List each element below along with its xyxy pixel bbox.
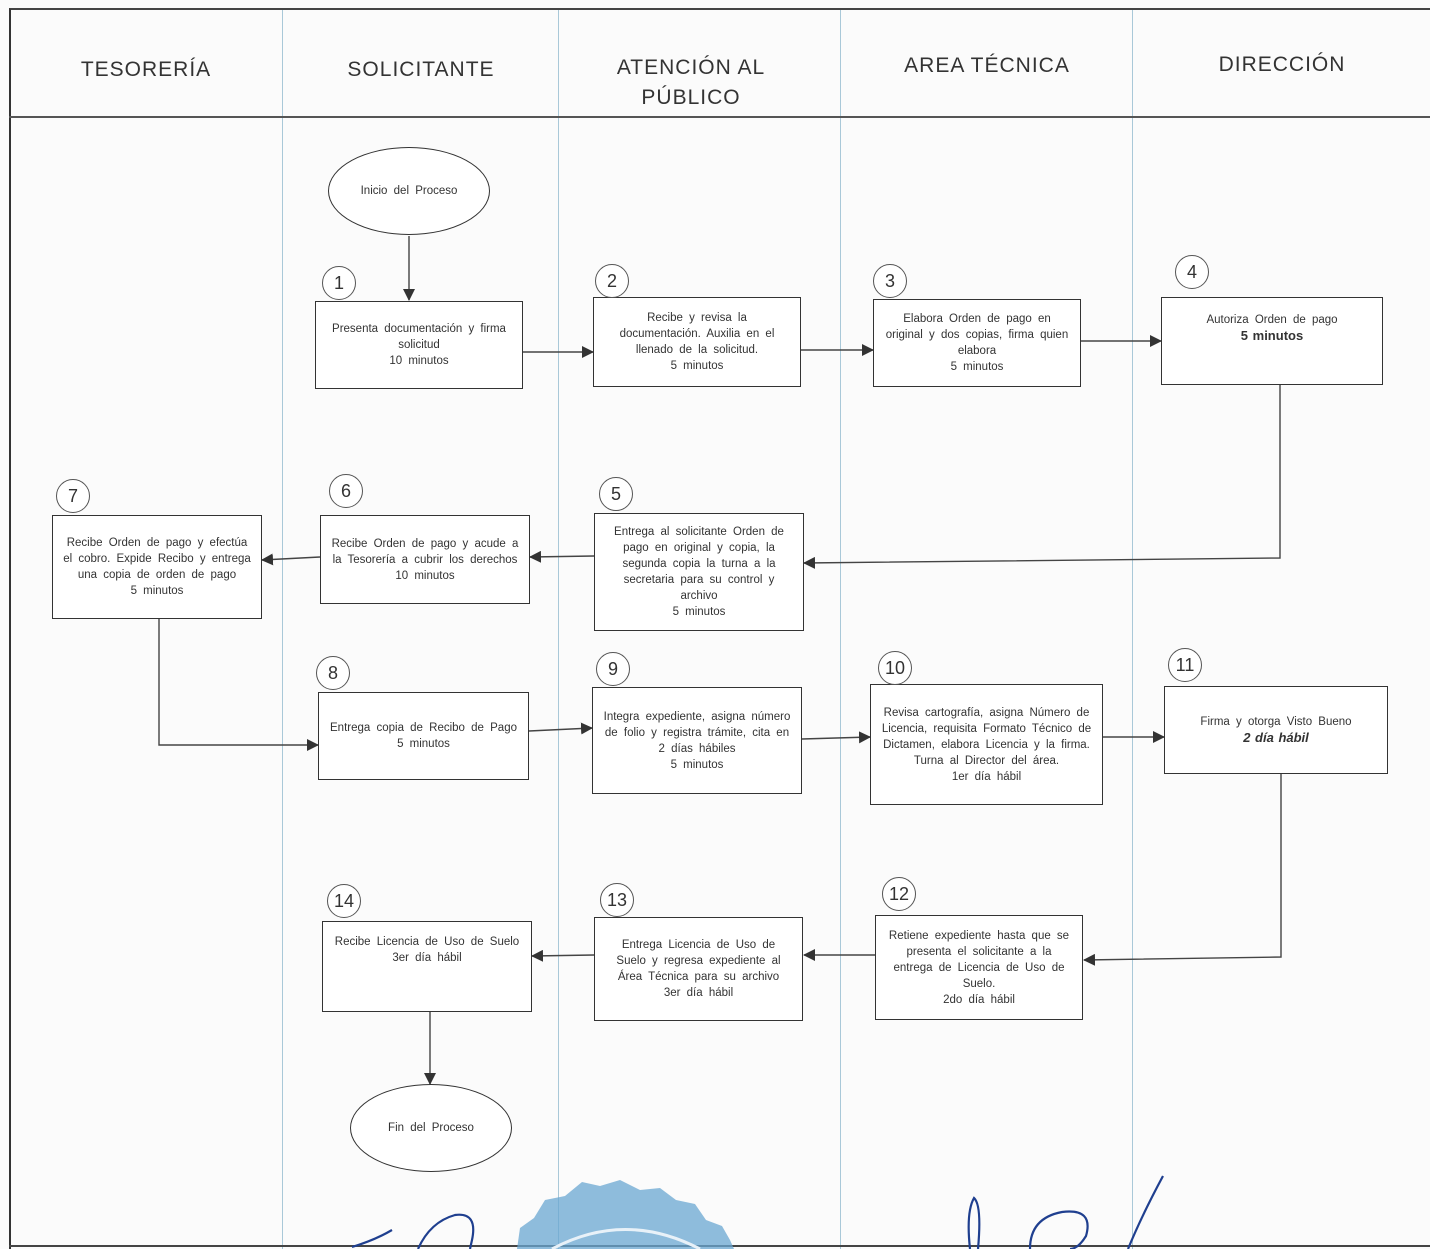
end-oval: Fin del Proceso — [350, 1084, 512, 1172]
step-7-number: 7 — [56, 479, 90, 513]
step-5-box: Entrega al solicitante Orden de pago en … — [594, 513, 804, 631]
arrow-7-to-8 — [158, 603, 319, 751]
step-7-box: Recibe Orden de pago y efectúa el cobro.… — [52, 515, 262, 619]
step-4-time: 5 minutos — [1240, 328, 1304, 343]
step-14-number: 14 — [327, 884, 361, 918]
step-5-number: 5 — [599, 477, 633, 511]
start-oval: Inicio del Proceso — [328, 147, 490, 235]
step-10-box: Revisa cartografía, asigna Número de Lic… — [870, 684, 1103, 805]
step-6-number: 6 — [329, 474, 363, 508]
step-3-number: 3 — [873, 264, 907, 298]
step-6-box: Recibe Orden de pago y acude a la Tesore… — [320, 515, 530, 604]
step-1-number: 1 — [322, 266, 356, 300]
step-2-box: Recibe y revisa la documentación. Auxili… — [593, 297, 801, 387]
lane-divider — [558, 10, 559, 1249]
step-13-box: Entrega Licencia de Uso de Suelo y regre… — [594, 917, 803, 1021]
step-4-text: Autoriza Orden de pago — [1206, 314, 1338, 326]
step-8-number: 8 — [316, 656, 350, 690]
arrow-9-to-10 — [801, 731, 871, 744]
lane-title-tesoreria: TESORERÍA — [80, 58, 212, 81]
lane-divider — [282, 10, 283, 1249]
step-13-number: 13 — [600, 883, 634, 917]
step-14-box: Recibe Licencia de Uso de Suelo 3er día … — [322, 921, 532, 1012]
step-2-number: 2 — [595, 264, 629, 298]
lane-divider — [1132, 10, 1133, 1249]
official-seal — [517, 1180, 734, 1249]
arrow-6-to-7 — [261, 553, 321, 566]
step-11-text: Firma y otorga Visto Bueno — [1200, 716, 1352, 728]
step-3-box: Elabora Orden de pago en original y dos … — [873, 299, 1081, 387]
step-11-time: 2 día hábil — [1243, 730, 1309, 745]
lane-title-direccion: DIRECCIÓN — [1218, 53, 1346, 76]
step-11-box: Firma y otorga Visto Bueno 2 día hábil — [1164, 686, 1388, 774]
step-10-number: 10 — [878, 651, 912, 685]
lane-title-atencion: ATENCIÓN AL PÚBLICO — [616, 56, 766, 109]
arrow-5-to-6 — [529, 550, 595, 563]
arrow-13-to-14 — [531, 949, 595, 962]
step-12-box: Retiene expediente hasta que se presenta… — [875, 915, 1083, 1020]
step-8-box: Entrega copia de Recibo de Pago 5 minuto… — [318, 692, 529, 780]
arrow-8-to-9 — [528, 722, 593, 735]
step-4-box: Autoriza Orden de pago 5 minutos — [1161, 297, 1383, 385]
step-9-number: 9 — [596, 652, 630, 686]
header-rule — [9, 116, 1430, 118]
arrow-4-to-5 — [803, 385, 1281, 569]
step-1-box: Presenta documentación y firma solicitud… — [315, 301, 523, 389]
lane-title-area-tecnica: AREA TÉCNICA — [904, 54, 1070, 77]
step-12-number: 12 — [882, 877, 916, 911]
step-4-number: 4 — [1175, 255, 1209, 289]
handwritten-signature — [351, 1175, 1164, 1249]
step-11-number: 11 — [1168, 648, 1202, 682]
arrow-11-to-12 — [1083, 774, 1282, 966]
lane-title-solicitante: SOLICITANTE — [347, 58, 495, 81]
lane-divider — [840, 10, 841, 1249]
step-9-box: Integra expediente, asigna número de fol… — [592, 687, 802, 794]
diagram-frame — [9, 8, 1430, 1249]
